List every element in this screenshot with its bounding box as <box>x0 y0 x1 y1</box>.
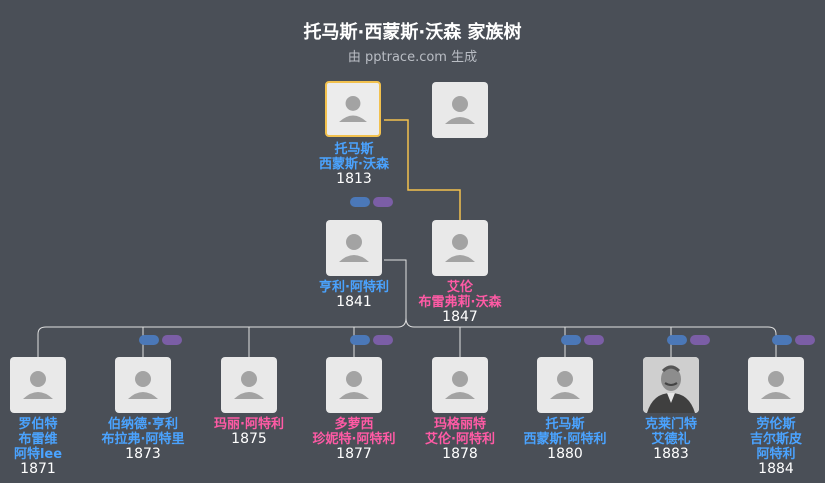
person-label-child-8: 劳伦斯 吉尔斯皮 阿特利 1884 <box>749 417 802 477</box>
person-label-child-7: 克莱门特 艾德礼 1883 <box>644 417 697 462</box>
connector-root-ellen <box>384 119 461 220</box>
person-label-henry: 亨利·阿特利 1841 <box>319 280 389 310</box>
marriage-badge-icon[interactable] <box>667 335 710 345</box>
person-silhouette-icon <box>339 234 369 262</box>
person-card-child-8[interactable] <box>748 357 804 413</box>
person-card-root-spouse[interactable] <box>432 82 488 138</box>
person-card-child-1[interactable] <box>10 357 66 413</box>
person-silhouette-icon <box>234 371 264 399</box>
person-silhouette-icon <box>445 234 475 262</box>
person-silhouette-icon <box>339 96 367 122</box>
page-title: 托马斯·西蒙斯·沃森 家族树 <box>303 22 522 43</box>
person-label-ellen: 艾伦 布雷弗莉·沃森 1847 <box>418 280 502 325</box>
person-card-child-5[interactable] <box>432 357 488 413</box>
person-label-child-6: 托马斯 西蒙斯·阿特利 1880 <box>523 417 607 462</box>
person-card-child-7[interactable] <box>643 357 699 413</box>
person-card-child-3[interactable] <box>221 357 277 413</box>
marriage-badge-icon[interactable] <box>350 335 393 345</box>
connector-children-bar <box>37 317 777 357</box>
person-silhouette-icon <box>23 371 53 399</box>
person-label-root: 托马斯 西蒙斯·沃森 1813 <box>319 142 389 187</box>
person-card-root[interactable] <box>325 81 381 137</box>
person-label-child-2: 伯纳德·亨利 布拉弗·阿特里 1873 <box>101 417 185 462</box>
person-silhouette-icon <box>761 371 791 399</box>
person-card-ellen[interactable] <box>432 220 488 276</box>
person-silhouette-icon <box>550 371 580 399</box>
page-subtitle: 由 pptrace.com 生成 <box>347 50 478 65</box>
person-label-child-1: 罗伯特 布雷维 阿特lee 1871 <box>13 417 63 477</box>
marriage-badge-icon[interactable] <box>139 335 182 345</box>
person-silhouette-icon <box>128 371 158 399</box>
person-card-child-4[interactable] <box>326 357 382 413</box>
person-label-child-4: 多萝西 珍妮特·阿特利 1877 <box>312 417 396 462</box>
marriage-badge-icon[interactable] <box>772 335 815 345</box>
person-label-child-3: 玛丽·阿特利 1875 <box>214 417 284 447</box>
person-card-henry[interactable] <box>326 220 382 276</box>
person-silhouette-icon <box>445 371 475 399</box>
connector-henry-ellen <box>384 259 407 318</box>
person-silhouette-icon <box>339 371 369 399</box>
marriage-badge-icon[interactable] <box>561 335 604 345</box>
person-card-child-2[interactable] <box>115 357 171 413</box>
person-silhouette-icon <box>445 96 475 124</box>
person-label-child-5: 玛格丽特 艾伦·阿特利 1878 <box>425 417 495 462</box>
marriage-badge-icon[interactable] <box>350 197 393 207</box>
portrait-photo-icon <box>643 357 699 413</box>
person-card-child-6[interactable] <box>537 357 593 413</box>
